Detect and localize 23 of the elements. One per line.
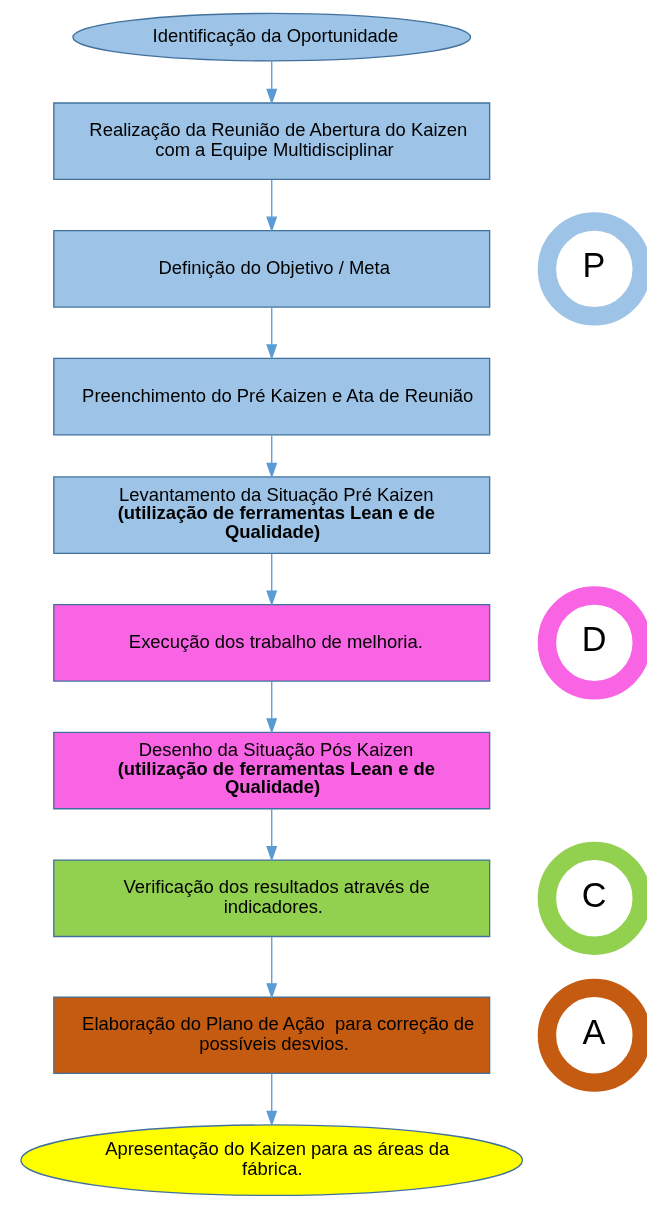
arrow [266,306,278,361]
node-circle: D [537,586,647,700]
node-circle: P [537,212,647,326]
arrow [266,434,278,479]
arrow [266,680,278,734]
node-box: Desenho da Situação Pós Kaizen (utilização de ferramentas Lean e de Qualidade) [53,731,491,810]
node-box: Verificação dos resultados através de indicadores. [53,859,491,938]
node-box: Definição do Objetivo / Meta [53,230,491,308]
node-box: Execução dos trabalho de melhoria. [53,604,491,682]
arrow [266,936,278,999]
node-circle: C [537,841,647,955]
arrow [266,1072,278,1127]
arrow [266,808,278,862]
node-circle: A [537,978,647,1092]
arrow [266,60,278,105]
node-box: Elaboração do Plano de Ação para correção de possíveis desvios. [53,996,491,1075]
node-ellipse: Apresentação do Kaizen para as áreas da fábrica. [20,1124,524,1197]
node-box: Realização da Reunião de Abertura do Kaizen com a Equipe Multidisciplinar [53,102,491,180]
arrow [266,179,278,233]
arrow [266,553,278,607]
node-ellipse: Identificação da Oportunidade [72,12,472,62]
node-box: Levantamento da Situação Pré Kaizen (utilização de ferramentas Lean e de Qualidade) [53,476,491,554]
node-box: Preenchimento do Pré Kaizen e Ata de Reunião [53,357,491,436]
